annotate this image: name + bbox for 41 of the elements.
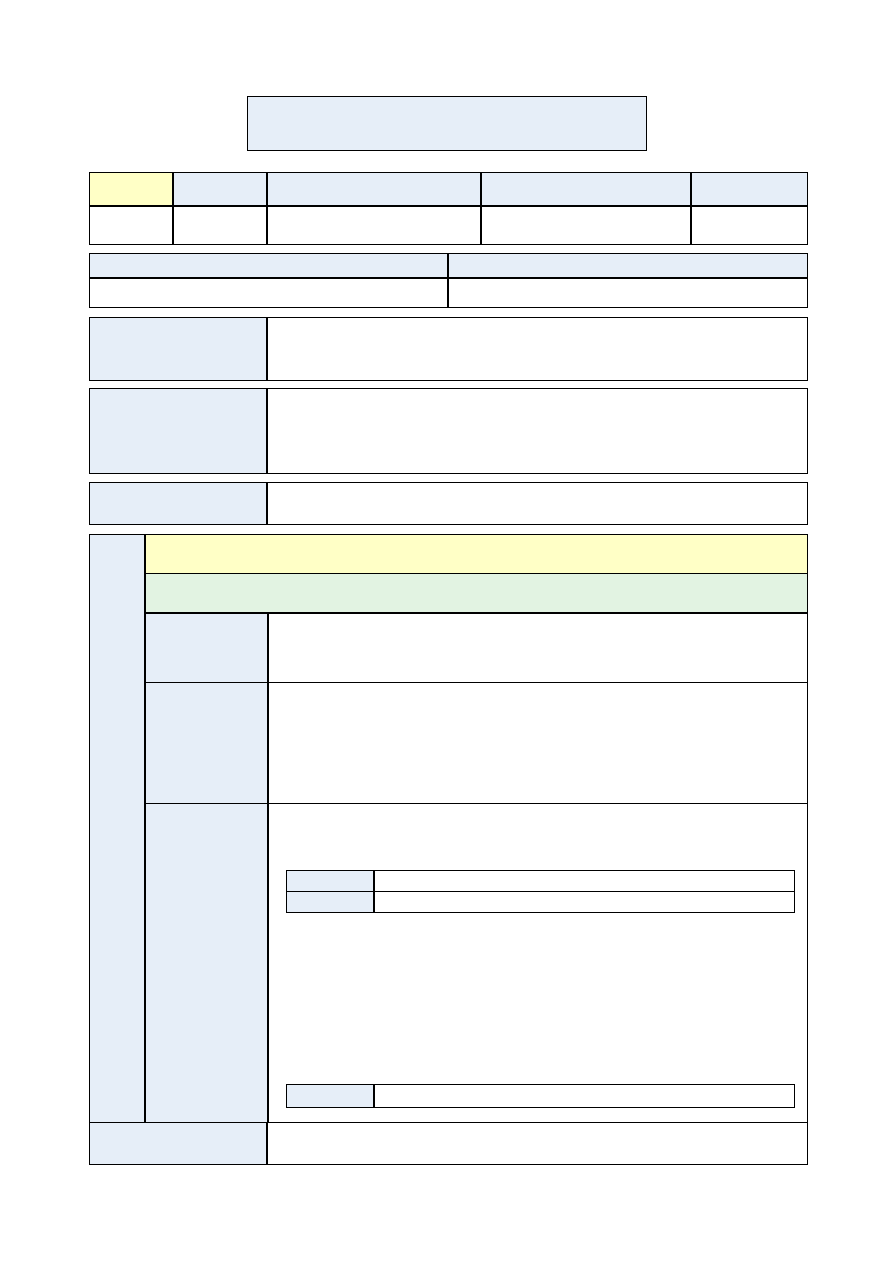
label-cell [89,388,267,474]
field-cell [268,803,808,1123]
header-cell [89,253,448,278]
title-box [247,96,647,151]
subheading-band [145,573,808,613]
form-table [89,253,808,308]
field-cell [691,206,808,245]
label-cell [145,613,268,683]
field-cell [89,278,448,308]
field-cell [89,206,173,245]
header-cell [267,172,481,206]
label-cell [89,482,267,525]
field-cell [268,613,808,683]
field-cell [267,1122,808,1165]
field-cell [448,278,808,308]
field-cell [481,206,691,245]
form-section [89,388,808,474]
header-cell [448,253,808,278]
form-table [89,172,808,245]
field-cell [267,388,808,474]
heading-band [145,534,808,574]
field-cell [268,682,808,804]
form-section [89,482,808,525]
label-cell [89,317,267,381]
label-cell [286,870,374,892]
header-cell [173,172,267,206]
label-cell [89,1122,267,1165]
field-cell [267,317,808,381]
form-section [89,534,808,1165]
header-cell [691,172,808,206]
label-cell [286,1084,374,1108]
field-cell [173,206,267,245]
field-cell [267,482,808,525]
field-cell [267,206,481,245]
header-cell [89,172,173,206]
side-band [89,534,145,1123]
label-cell [286,891,374,913]
header-cell [481,172,691,206]
label-cell [145,803,268,1123]
label-cell [145,682,268,804]
form-section [89,317,808,381]
